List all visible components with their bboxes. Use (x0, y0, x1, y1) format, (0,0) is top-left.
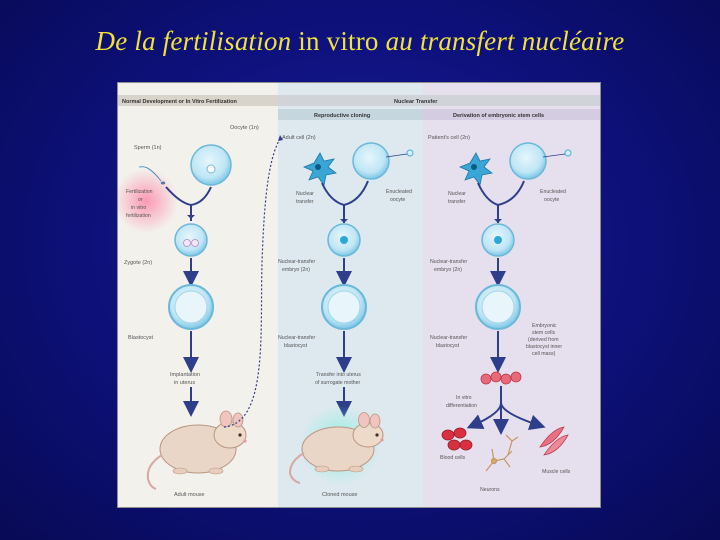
cloned-mouse-image (288, 412, 384, 484)
label-embryo-2-stem: embryo (2n) (434, 267, 462, 273)
label-fert-3: in vitro (131, 205, 146, 211)
label-blast-1-stem: Nuclear-transfer (430, 335, 467, 341)
label-fert-2: or (138, 197, 143, 203)
header-cloning-bar (278, 109, 423, 120)
label-enuc-1-cloning: Enucleated (386, 189, 412, 195)
patient-cell-image (458, 152, 493, 186)
label-cloned-mouse: Cloned mouse (322, 492, 357, 498)
label-es-2: stem cells (532, 330, 555, 336)
label-adult-cell: Adult cell (2n) (282, 135, 316, 141)
label-blast-1-cloning: Nuclear-transfer (278, 335, 315, 341)
header-stem-bar (423, 109, 600, 120)
label-impl-2: in uterus (174, 380, 195, 386)
label-transfer-2: of surrogate mother (315, 380, 361, 386)
arrow-nt-right-cloning (343, 180, 369, 206)
header-nuclear: Nuclear Transfer (394, 99, 438, 105)
label-nt-1-cloning: Nuclear (296, 191, 314, 197)
zygote-pronucleus-2 (191, 239, 199, 247)
oocyte-cell-cloning (352, 142, 390, 180)
enucleation-arrow-cloning (385, 153, 408, 158)
figure-svg: Normal Development or In Vitro Fertiliza… (118, 83, 600, 507)
adult-mouse-image (146, 410, 247, 490)
enucleation-arrow-stem (542, 153, 566, 158)
header-cloning: Reproductive cloning (314, 113, 370, 119)
label-patient-cell: Patient's cell (2n) (428, 135, 470, 141)
label-muscle-cells: Muscle cells (542, 469, 571, 475)
label-oocyte: Oocyte (1n) (230, 125, 259, 131)
nt-blastocyst-inner-stem (481, 290, 515, 324)
removed-nucleus-cloning (406, 149, 414, 157)
label-blastocyst: Blastocyst (128, 335, 154, 341)
label-nt-2-cloning: transfer (296, 199, 314, 205)
label-blast-2-stem: blastocyst (436, 343, 460, 349)
title-part-2: in vitro (298, 26, 379, 56)
title-part-1: De la fertilisation (95, 26, 299, 56)
label-nt-1-stem: Nuclear (448, 191, 466, 197)
label-es-4: blastocyst inner (526, 344, 562, 350)
label-adult-mouse: Adult mouse (174, 492, 205, 498)
oocyte-cell-stem (509, 142, 547, 180)
label-embryo-1-cloning: Nuclear-transfer (278, 259, 315, 265)
label-fert-4: fertilization (126, 213, 151, 219)
arrow-fert-right (190, 186, 212, 206)
label-nt-2-stem: transfer (448, 199, 466, 205)
arrow-fert-left (165, 186, 192, 221)
removed-nucleus-stem (564, 149, 572, 157)
arrow-nt-head-stem (494, 219, 502, 223)
label-embryo-2-cloning: embryo (2n) (282, 267, 310, 273)
zygote-pronucleus-1 (183, 239, 191, 247)
nt-embryo-nucleus-cloning (340, 236, 348, 244)
zygote-cell (174, 223, 208, 257)
label-neurons: Neurons (480, 487, 500, 493)
label-es-3: (derived from (528, 337, 559, 343)
nt-blastocyst-inner-cloning (327, 290, 361, 324)
label-enuc-2-cloning: oocyte (390, 197, 405, 203)
blastocyst-inner (174, 290, 208, 324)
arrow-nt-left-stem (477, 182, 499, 223)
header-stem: Derivation of embryonic stem cells (453, 113, 544, 119)
label-enuc-1-stem: Enucleated (540, 189, 566, 195)
nt-embryo-nucleus-stem (494, 236, 502, 244)
dotted-arrow-head (278, 135, 283, 141)
label-impl-1: Implantation (170, 372, 200, 378)
oocyte-nucleus (206, 164, 216, 174)
label-enuc-2-stem: oocyte (544, 197, 559, 203)
label-zygote: Zygote (2n) (124, 260, 152, 266)
muscle-cells-image (539, 426, 569, 456)
label-fert-1: Fertilization (126, 189, 153, 195)
neurons-image (485, 434, 519, 472)
label-blood-cells: Blood cells (440, 455, 465, 461)
arrow-nt-right-stem (497, 180, 525, 206)
label-es-5: cell mass) (532, 351, 556, 357)
adult-cell-image (302, 152, 337, 186)
slide-title: De la fertilisation in vitro au transfer… (0, 26, 720, 57)
blood-cells-image (441, 427, 473, 451)
fertilization-glow (118, 169, 178, 233)
arrow-fert-head (187, 215, 195, 219)
header-nuclear-bar (278, 95, 600, 106)
label-diff-2: differentiation (446, 403, 477, 409)
es-cells-image (480, 371, 522, 385)
label-blast-2-cloning: blastocyst (284, 343, 308, 349)
title-part-3: au transfert nucléaire (378, 26, 625, 56)
arrow-nt-left-cloning (321, 182, 345, 223)
header-normal: Normal Development or In Vitro Fertiliza… (122, 99, 237, 105)
label-sperm: Sperm (1n) (134, 145, 162, 151)
label-embryo-1-stem: Nuclear-transfer (430, 259, 467, 265)
arrow-nt-head-cloning (340, 219, 348, 223)
header-normal-bar (118, 95, 278, 106)
label-diff-1: In vitro (456, 395, 472, 401)
label-transfer-1: Transfer into uterus (316, 372, 361, 378)
cloning-figure: Normal Development or In Vitro Fertiliza… (117, 82, 601, 508)
arrow-diff-muscle (500, 402, 546, 431)
label-es-1: Embryonic (532, 323, 557, 329)
